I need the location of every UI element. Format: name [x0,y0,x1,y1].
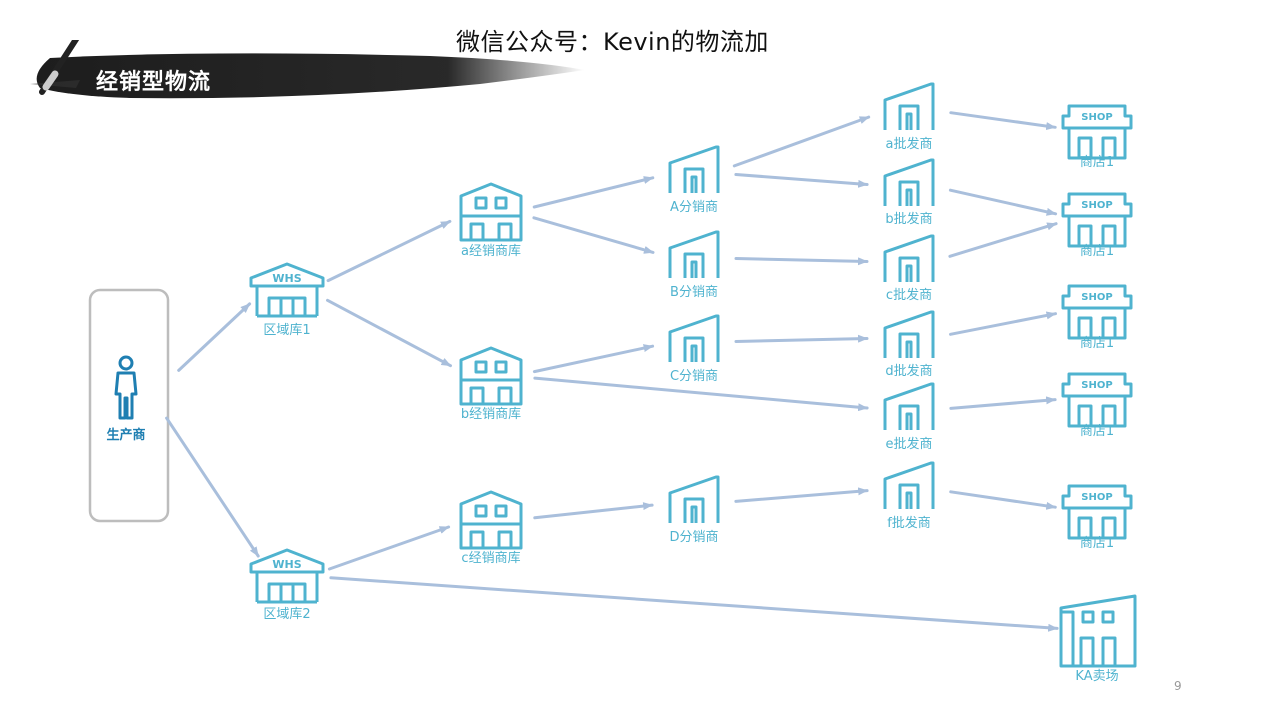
wholesaler-house-icon [883,382,935,430]
ink-brush-banner [30,40,585,99]
node-label-da: a经销商库 [461,244,521,259]
node-label-we: e批发商 [885,437,933,452]
node-label-r1: 区域库1 [263,323,311,338]
dealer-warehouse-icon [459,346,523,406]
node-label-ka: KA卖场 [1075,669,1119,684]
node-label-shop5: 商店1 [1079,536,1115,551]
wholesaler-house-icon [883,234,935,282]
flow-arrow-sD-wf [734,487,869,503]
shop-icon: SHOP [1061,372,1133,428]
node-label-r2: 区域库2 [263,607,311,622]
dealer-warehouse-icon [459,182,523,242]
flow-arrow-wa-shop1 [949,111,1057,131]
node-label-db: b经销商库 [460,407,522,422]
distributor-house-icon [668,314,720,362]
shop-icon: SHOP [1061,284,1133,340]
node-label-sB: B分销商 [670,285,718,300]
flow-arrow-db-we [533,376,869,412]
page-number: 9 [1174,679,1182,693]
flow-arrow-wc-shop2 [948,222,1058,258]
node-label-shop4: 商店1 [1079,424,1115,439]
person-icon [114,355,138,420]
shop-badge: SHOP [1081,200,1112,211]
whs-warehouse-icon: WHS [249,262,325,318]
distributor-house-icon [668,230,720,278]
flow-arrow-wb-shop2 [948,188,1058,216]
node-label-shop2: 商店1 [1079,244,1115,259]
section-title: 经销型物流 [96,70,212,95]
flow-arrow-wf-shop5 [949,490,1057,510]
whs-badge: WHS [272,558,301,571]
node-label-producer: 生产商 [106,428,146,443]
node-label-dc: c经销商库 [461,551,521,566]
wholesaler-house-icon [883,310,935,358]
node-label-sD: D分销商 [669,530,719,545]
page-title: 微信公众号：Kevin的物流加 [456,28,769,56]
flow-arrow-wd-shop3 [949,311,1057,336]
flow-arrows [165,111,1059,632]
flow-arrow-sB-wc [734,257,869,266]
shop-icon: SHOP [1061,104,1133,160]
node-label-wb: b批发商 [885,212,933,227]
distributor-house-icon [668,475,720,523]
flow-arrow-sA-wa [732,115,871,168]
wholesaler-house-icon [883,158,935,206]
shop-badge: SHOP [1081,112,1112,123]
flow-arrow-r2-ka [329,576,1059,632]
node-label-wf: f批发商 [887,516,931,531]
node-label-wa: a批发商 [885,137,933,152]
flow-arrow-producer-r2 [165,416,260,558]
flow-arrow-producer-r1 [177,302,252,372]
flow-arrow-da-sA [532,176,655,209]
flow-arrow-da-sB [532,216,655,254]
ka-store-icon [1059,594,1137,668]
shop-badge: SHOP [1081,492,1112,503]
flow-arrow-sC-wd [734,334,869,343]
producer-box [88,288,170,523]
shop-icon: SHOP [1061,484,1133,540]
node-icons: WHS WHS SHOP SHOP SHOP SHOP SHOP [114,82,1137,668]
shop-badge: SHOP [1081,292,1112,303]
shop-badge: SHOP [1081,380,1112,391]
flow-arrow-r2-dc [327,525,451,571]
shop-icon: SHOP [1061,192,1133,248]
whs-warehouse-icon: WHS [249,548,325,604]
node-label-wc: c批发商 [885,288,933,303]
whs-badge: WHS [272,272,301,285]
wholesaler-house-icon [883,82,935,130]
flow-arrow-r1-db [326,298,452,368]
node-label-shop3: 商店1 [1079,336,1115,351]
node-label-shop1: 商店1 [1079,155,1115,170]
wholesaler-house-icon [883,461,935,509]
flow-arrow-db-sC [532,344,655,374]
node-label-sA: A分销商 [670,200,718,215]
dealer-warehouse-icon [459,490,523,550]
flow-arrow-r1-da [326,219,452,283]
flow-arrow-we-shop4 [949,396,1057,410]
distributor-house-icon [668,145,720,193]
flow-arrow-sA-wb [734,173,869,188]
flow-arrow-dc-sD [533,502,654,520]
node-label-sC: C分销商 [669,369,719,384]
node-label-wd: d批发商 [885,364,933,379]
